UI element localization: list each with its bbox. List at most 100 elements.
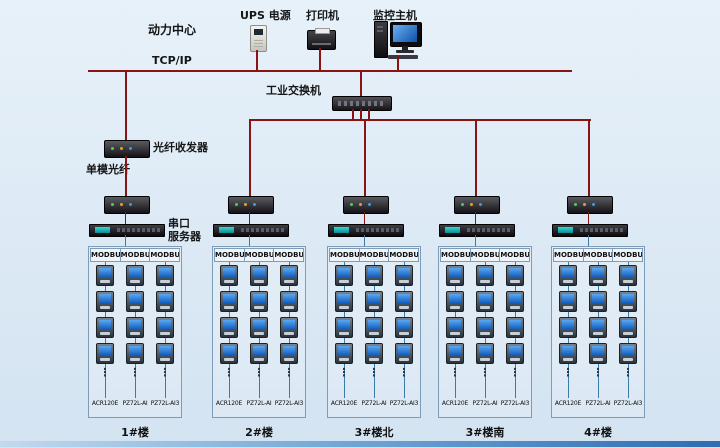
printer-icon bbox=[307, 28, 336, 50]
building-group-4: MODBUSMODBUSMODBUS ⋮ACR120E⋮PZ72L-AI⋮PZ7… bbox=[438, 196, 532, 442]
meter-icon bbox=[394, 265, 413, 286]
printer-drop-line bbox=[319, 48, 321, 70]
more-meters-ellipsis: ⋮ bbox=[368, 366, 380, 379]
meter-model-label: PZ72L-AI3 bbox=[274, 400, 304, 407]
switch-stub-line bbox=[352, 109, 354, 121]
meter-icon bbox=[446, 291, 465, 312]
meter-panel: MODBUSMODBUSMODBUS ⋮ACR120E ⋮ PZ72L-AI⋮PZ7… bbox=[88, 246, 182, 418]
fiber-transceiver-icon bbox=[104, 196, 150, 214]
group2-drop-line bbox=[249, 121, 251, 196]
meter-icon bbox=[475, 343, 494, 364]
meter-columns: ⋮ACR120E ⋮ PZ72L-AI⋮ PZ72L-AI3 bbox=[440, 262, 530, 416]
industrial-switch-icon bbox=[332, 96, 392, 111]
more-meters-ellipsis: ⋮ bbox=[592, 366, 604, 379]
more-meters-ellipsis: ⋮ bbox=[129, 366, 141, 379]
transceiver-server-line bbox=[475, 212, 476, 224]
printer-label: 打印机 bbox=[306, 9, 339, 22]
meter-icon bbox=[446, 265, 465, 286]
meter-icon bbox=[125, 265, 144, 286]
modbus-header-row: MODBUSMODBUSMODBUS bbox=[90, 248, 181, 262]
meter-model-label: ACR120E bbox=[91, 400, 119, 407]
serial-server-icon bbox=[439, 224, 515, 237]
transceiver-server-line bbox=[364, 212, 365, 224]
monitor-host-label: 监控主机 bbox=[373, 9, 417, 22]
meter-column: ⋮ACR120E bbox=[90, 262, 120, 416]
meter-model-label: PZ72L-AI bbox=[246, 400, 272, 407]
meter-column: ⋮ ACR120E bbox=[553, 262, 583, 416]
meter-model-label: PZ72L-AI bbox=[472, 400, 498, 407]
modbus-bus-label: MODBUS bbox=[214, 248, 245, 262]
switch-feed-line bbox=[360, 72, 362, 96]
meter-model-label: PZ72L-AI bbox=[122, 400, 148, 407]
meter-icon bbox=[125, 343, 144, 364]
meter-column: ⋮ PZ72L-AI bbox=[244, 262, 274, 416]
meter-icon bbox=[249, 343, 268, 364]
single-mode-fiber-label: 单模光纤 bbox=[86, 163, 130, 176]
meter-icon bbox=[618, 291, 637, 312]
meter-icon bbox=[559, 265, 578, 286]
more-meters-ellipsis: ⋮ bbox=[509, 366, 521, 379]
meter-column: ⋮ PZ72L-AI bbox=[120, 262, 150, 416]
more-meters-ellipsis: ⋮ bbox=[253, 366, 265, 379]
meter-icon bbox=[446, 317, 465, 338]
meter-panel: MODBUSMODBUSMODBUS ⋮ACR120E⋮PZ72L-AI⋮PZ7… bbox=[327, 246, 421, 418]
meter-column: ⋮ PZ72L-AI bbox=[359, 262, 389, 416]
switch-stub-line bbox=[360, 109, 362, 121]
ups-drop-line bbox=[256, 50, 258, 70]
group1-drop-line bbox=[125, 72, 127, 140]
meter-icon bbox=[279, 291, 298, 312]
meter-icon bbox=[96, 291, 115, 312]
building-label: 3#楼北 bbox=[354, 426, 394, 439]
building-group-5: MODBUSMODBUSMODBUS ⋮ACR120E⋮PZ72L-AI⋮PZ7… bbox=[551, 196, 645, 442]
meter-column: ⋮PZ72L-AI bbox=[583, 262, 613, 416]
meter-panel: MODBUSMODBUSMODBUS ⋮ACR120E⋮PZ72L-AI⋮PZ7… bbox=[212, 246, 306, 418]
meter-icon bbox=[96, 265, 115, 286]
serial-server-label-line1: 串口 bbox=[168, 217, 190, 230]
more-meters-ellipsis: ⋮ bbox=[562, 366, 574, 379]
fiber-transceiver-icon bbox=[343, 196, 389, 214]
ups-label: UPS 电源 bbox=[240, 9, 291, 22]
meter-column: ⋮ PZ72L-AI3 bbox=[500, 262, 530, 416]
building-label: 4#楼 bbox=[584, 426, 612, 439]
meter-column: ⋮PZ72L-AI3 bbox=[613, 262, 643, 416]
tcpip-bus-line bbox=[88, 70, 572, 72]
modbus-bus-label: MODBUS bbox=[553, 248, 584, 262]
meter-model-label: ACR120E bbox=[554, 400, 582, 407]
transceiver-server-line bbox=[588, 212, 589, 224]
modbus-bus-label: MODBUS bbox=[119, 248, 151, 262]
meter-column: ⋮PZ72L-AI3 bbox=[150, 262, 180, 416]
meter-model-label: PZ72L-AI3 bbox=[613, 400, 643, 407]
more-meters-ellipsis: ⋮ bbox=[338, 366, 350, 379]
transceiver-server-line bbox=[125, 212, 126, 224]
meter-icon bbox=[96, 343, 115, 364]
meter-icon bbox=[505, 317, 524, 338]
meter-icon bbox=[559, 291, 578, 312]
meter-column: ⋮ACR120E bbox=[214, 262, 244, 416]
server-panel-line bbox=[475, 235, 476, 246]
meter-columns: ⋮ACR120E ⋮ PZ72L-AI⋮PZ72L-AI3 bbox=[90, 262, 180, 416]
more-meters-ellipsis: ⋮ bbox=[283, 366, 295, 379]
meter-model-label: ACR120E bbox=[215, 400, 243, 407]
modbus-bus-label: MODBUS bbox=[273, 248, 305, 262]
meter-column: ⋮ACR120E bbox=[440, 262, 470, 416]
meter-icon bbox=[155, 343, 174, 364]
meter-icon bbox=[364, 343, 383, 364]
meter-icon bbox=[249, 291, 268, 312]
meter-model-label: PZ72L-AI bbox=[361, 400, 387, 407]
fiber-transceiver-icon bbox=[567, 196, 613, 214]
meter-icon bbox=[394, 317, 413, 338]
meter-icon bbox=[475, 291, 494, 312]
meter-icon bbox=[588, 291, 607, 312]
meter-icon bbox=[364, 317, 383, 338]
meter-model-label: PZ72L-AI3 bbox=[150, 400, 180, 407]
modbus-bus-label: MODBUS bbox=[329, 248, 360, 262]
meter-model-label: PZ72L-AI3 bbox=[500, 400, 530, 407]
meter-icon bbox=[155, 265, 174, 286]
meter-columns: ⋮ACR120E ⋮ PZ72L-AI ⋮ PZ72L-AI3 bbox=[214, 262, 304, 416]
meter-column: ⋮PZ72L-AI3 bbox=[389, 262, 419, 416]
meter-icon bbox=[559, 317, 578, 338]
more-meters-ellipsis: ⋮ bbox=[398, 366, 410, 379]
meter-column: ⋮ ACR120E bbox=[329, 262, 359, 416]
fiber-transceiver-label: 光纤收发器 bbox=[153, 141, 208, 154]
meter-model-label: ACR120E bbox=[330, 400, 358, 407]
